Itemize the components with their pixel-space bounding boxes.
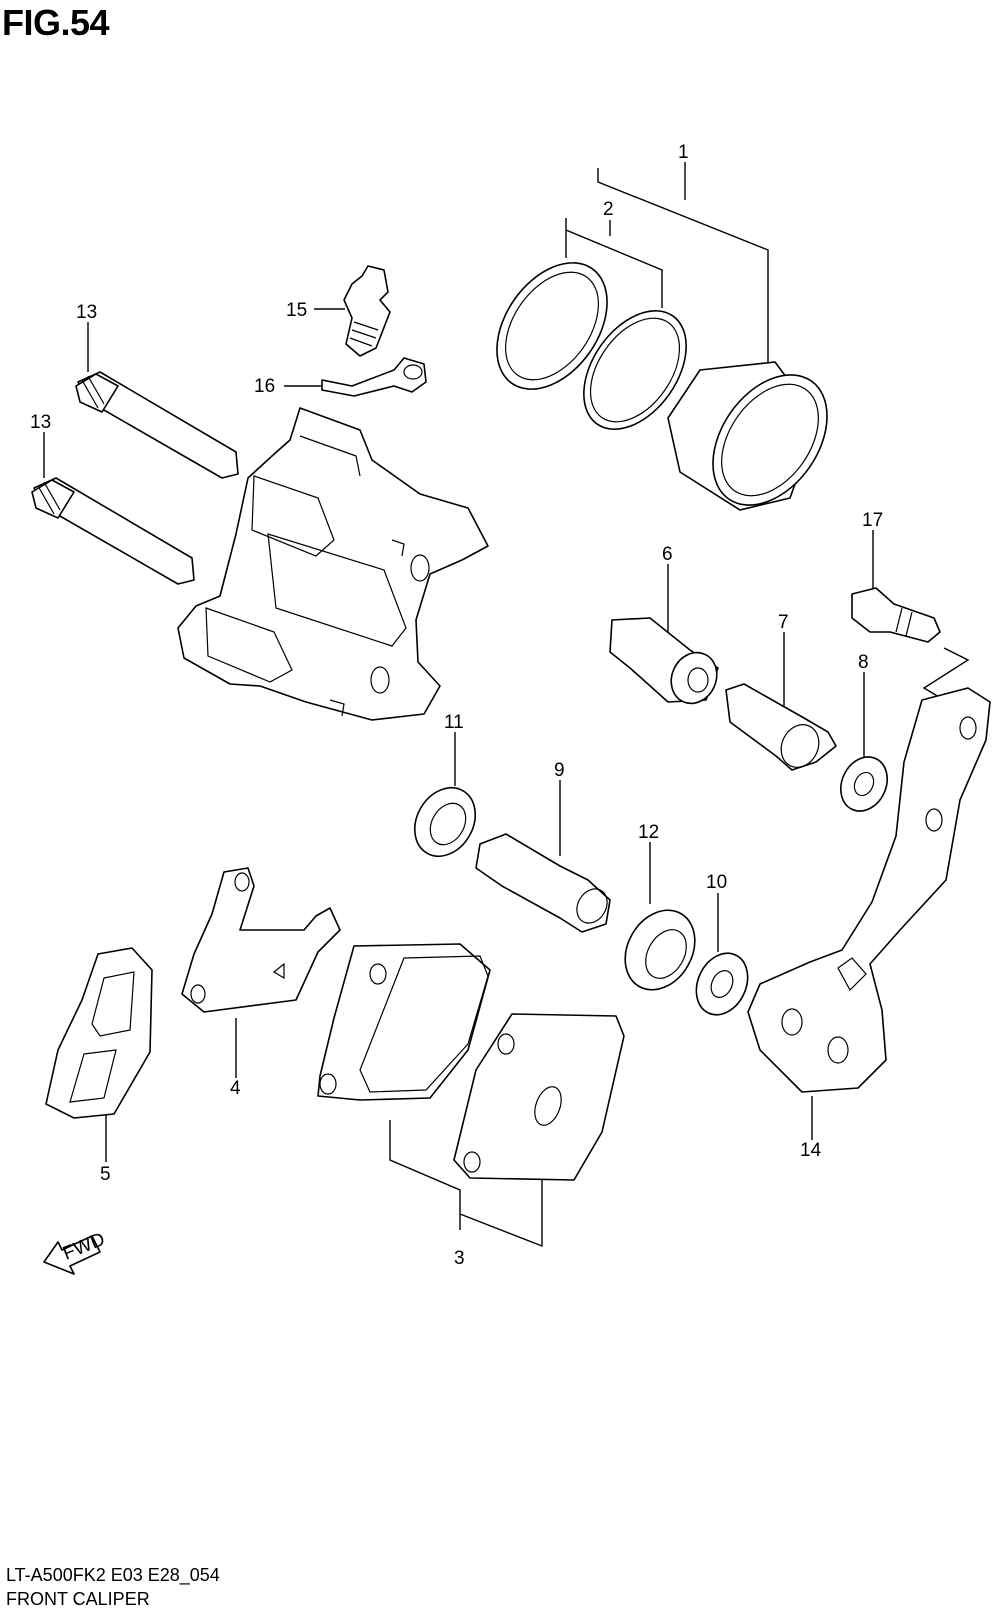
leader-lines [43,162,970,1248]
washer-10 [695,952,749,1016]
caliper-bracket [747,687,991,1093]
forward-direction-icon: FWD [43,1229,108,1275]
bleeder-cap [321,357,427,397]
brake-pads [317,943,625,1181]
pad-spring [181,867,341,1013]
washer-8 [840,756,888,812]
callout-13-lower: 13 [30,412,51,433]
callout-10: 10 [706,872,727,893]
callout-5: 5 [100,1164,111,1185]
callout-3: 3 [454,1248,465,1269]
callout-labels: 1 2 3 4 5 6 7 8 9 10 11 12 13 13 14 15 1… [30,142,883,1269]
boot-11 [414,787,476,857]
callout-4: 4 [230,1078,241,1099]
callout-11: 11 [444,712,464,733]
bracket-bolt [851,587,941,643]
callout-16: 16 [254,376,275,397]
caliper-sleeve [609,617,719,705]
caliper-body [177,407,489,721]
sleeve-bolt [725,683,837,771]
callout-15: 15 [286,300,307,321]
callout-6: 6 [662,544,673,565]
pad-retainer [45,947,153,1119]
callout-17: 17 [862,510,883,531]
callout-9: 9 [554,760,565,781]
figure-title: FIG.54 [2,2,110,43]
section-name: FRONT CALIPER [6,1589,150,1609]
bleeder-screw [343,265,391,357]
model-code: LT-A500FK2 E03 E28_054 [6,1565,220,1585]
callout-12: 12 [638,822,659,843]
piston-seal-rings [496,262,687,430]
callout-2: 2 [603,199,614,220]
caliper-pins [31,371,239,585]
caliper-piston [667,361,828,511]
callout-14: 14 [800,1140,822,1161]
callout-8: 8 [858,652,869,673]
callout-7: 7 [778,612,789,633]
callout-13-upper: 13 [76,302,97,323]
boot-12 [624,909,696,991]
callout-1: 1 [678,142,689,163]
slide-pin [475,833,611,933]
